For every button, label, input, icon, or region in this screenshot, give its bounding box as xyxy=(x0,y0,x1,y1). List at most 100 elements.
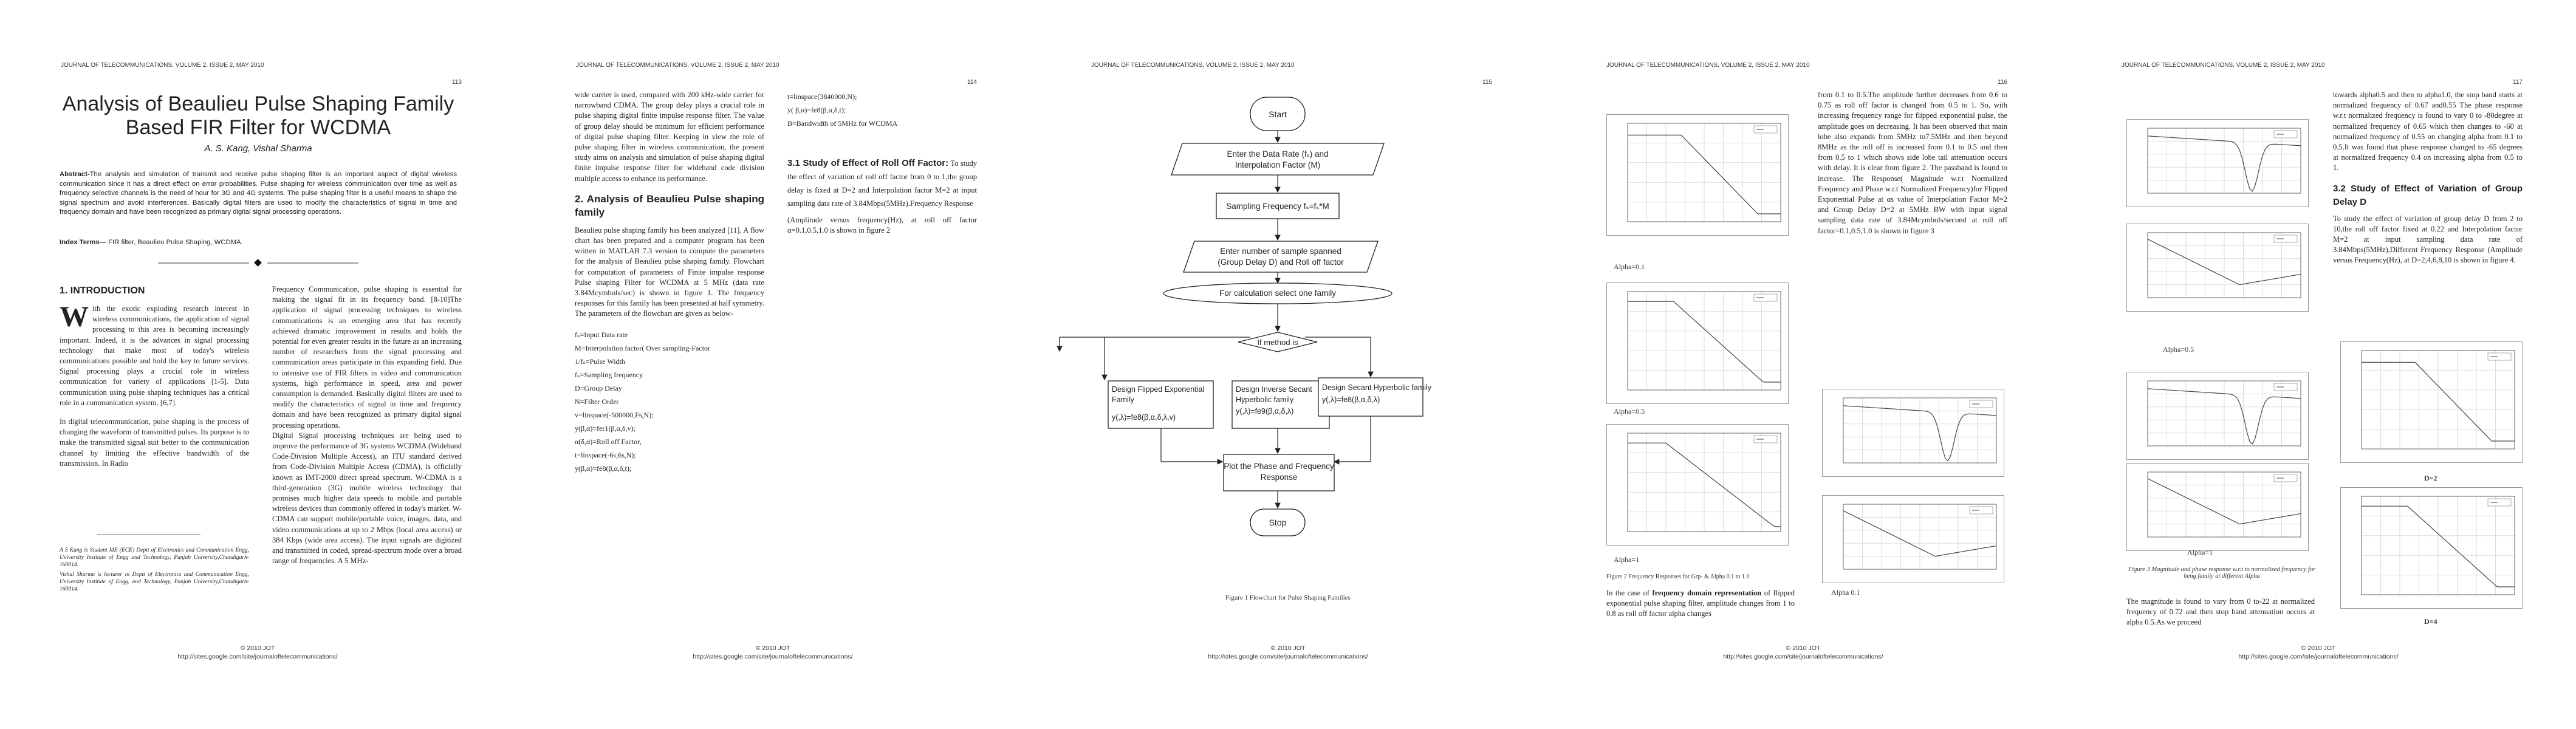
index-terms: Index Terms— FIR filter, Beaulieu Pulse … xyxy=(60,238,457,247)
abstract: Abstract-The analysis and simulation of … xyxy=(60,170,457,217)
page-117-col2-text: towards alpha0.5 and then to alpha1.0, t… xyxy=(2333,90,2523,275)
figure-3-caption: Figure 3 Magnitude and phase response w.… xyxy=(2128,566,2316,580)
plot-curve xyxy=(1843,405,1997,462)
freq-response-plot-d-4 xyxy=(2340,487,2523,609)
drop-cap: W xyxy=(60,301,89,333)
index-terms-text: FIR filter, Beaulieu Pulse Shaping, WCDM… xyxy=(106,239,243,246)
plot-svg xyxy=(2147,232,2301,298)
plot-curve xyxy=(1628,442,1781,527)
label-alpha-1: Alpha=1 xyxy=(2187,548,2213,556)
index-terms-label: Index Terms— xyxy=(60,239,107,246)
footer-url[interactable]: http://sites.google.com/site/journalofte… xyxy=(2238,653,2399,660)
section-divider xyxy=(158,259,358,267)
footer-copyright: © 2010 JOT xyxy=(755,645,790,652)
plot-svg xyxy=(1627,291,1781,391)
decision-label: If method is xyxy=(1257,338,1298,347)
plot-frame xyxy=(1627,291,1781,391)
label-alpha-0-5: Alpha=0.5 xyxy=(2163,345,2194,354)
freq-response-plot-d-2 xyxy=(2340,341,2523,463)
freq-response-plot-alpha-0-5 xyxy=(1606,282,1789,404)
select-family-node xyxy=(1163,282,1392,304)
input-rate-label-1: Enter the Data Rate (fₛ) and xyxy=(1227,149,1329,159)
section-2-heading: 2. Analysis of Beaulieu Pulse shaping fa… xyxy=(575,193,764,218)
plot-frame xyxy=(1627,433,1781,532)
column-2-params: t=linspace(3840000,N);y( β,α)=fe8(β,α,δ,… xyxy=(787,90,977,130)
plot-legend-box xyxy=(2273,383,2298,391)
plot-legend-box xyxy=(1969,400,1993,408)
parameter-item: fₛ=Input Data rate xyxy=(575,330,628,339)
footer-copyright: © 2010 JOT xyxy=(240,645,275,652)
plot-curve xyxy=(1843,510,1997,557)
label-alpha-0-5: Alpha=0.5 xyxy=(1614,407,1645,416)
inverse-secant-formula: y(,λ)=fe9(β,α,δ,λ) xyxy=(1236,407,1294,416)
footer-url[interactable]: http://sites.google.com/site/journalofte… xyxy=(693,653,853,660)
footer-url[interactable]: http://sites.google.com/site/journalofte… xyxy=(177,653,338,660)
parameter-item: D=Group Delay xyxy=(575,383,622,392)
plot-svg xyxy=(2147,380,2301,447)
plot-legend-box xyxy=(2273,234,2298,243)
parameter-item: v=linspace(-500000,Fs,N); xyxy=(575,410,654,419)
start-label: Start xyxy=(1269,109,1287,119)
plot-legend-box xyxy=(1969,506,1993,515)
secant-hyp-node xyxy=(1318,377,1423,417)
footer-url[interactable]: http://sites.google.com/site/journalofte… xyxy=(1723,653,1883,660)
parameter-item: y( β,α)=fe8(β,α,δ,t); xyxy=(787,106,846,114)
magnitude-plot-alpha-0-5 xyxy=(2126,119,2309,207)
flipped-exp-node xyxy=(1108,380,1214,429)
label-alpha-0-1-b: Alpha 0.1 xyxy=(1831,588,1860,597)
plot-frame xyxy=(1843,397,1997,464)
plot-frame xyxy=(2147,128,2301,194)
footer-url[interactable]: http://sites.google.com/site/journalofte… xyxy=(1208,653,1368,660)
label-alpha-0-1: Alpha=0.1 xyxy=(1614,262,1645,271)
phase-plot-alpha-0-1 xyxy=(1822,495,2004,583)
plot-svg xyxy=(2147,128,2301,194)
inverse-secant-node xyxy=(1231,380,1330,429)
parameter-item: α(δ,α)=Roll off Factor, xyxy=(575,437,642,446)
sampling-node xyxy=(1216,193,1340,219)
section-3-2-text: To study the effect of variation of grou… xyxy=(2333,214,2523,265)
page-number: 116 xyxy=(1998,79,2007,86)
plot-svg xyxy=(1843,504,1997,570)
sampling-label: Sampling Frequency fₛ=fₛ*M xyxy=(1226,202,1329,211)
journal-header: JOURNAL OF TELECOMMUNICATIONS, VOLUME 2,… xyxy=(1091,62,1295,69)
col2-paragraph-2: Digital Signal processing techniques are… xyxy=(272,431,462,566)
footer: © 2010 JOT http://sites.google.com/site/… xyxy=(2061,644,2576,661)
select-family-label: For calculation select one family xyxy=(1219,289,1337,298)
plot-legend-box xyxy=(1753,293,1778,302)
stop-node xyxy=(1250,508,1306,536)
input-delay-label-2: (Group Delay D) and Roll off factor xyxy=(1218,258,1344,267)
page-115: JOURNAL OF TELECOMMUNICATIONS, VOLUME 2,… xyxy=(1030,0,1546,729)
input-delay-label-1: Enter number of sample spanned xyxy=(1220,247,1341,256)
plot-frame xyxy=(1843,504,1997,570)
section-3-2-heading: 3.2 Study of Effect of Variation of Grou… xyxy=(2333,183,2523,207)
flipped-exp-label-1: Design Flipped Exponential xyxy=(1112,385,1205,394)
page-number: 117 xyxy=(2513,79,2523,86)
abstract-text: The analysis and simulation of transmit … xyxy=(60,171,457,216)
plot-legend-box xyxy=(1753,435,1778,443)
paper-authors: A. S. Kang, Vishal Sharma xyxy=(204,143,312,154)
inverse-secant-label-2: Hyperbolic family xyxy=(1236,395,1294,404)
plot-label-2: Response xyxy=(1260,473,1298,482)
footer: © 2010 JOT http://sites.google.com/site/… xyxy=(515,644,1030,661)
plot-curve xyxy=(2147,478,2301,525)
page-117-col1-text: The magnitude is found to vary from 0 to… xyxy=(2126,597,2315,637)
plot-frame xyxy=(2361,496,2515,595)
affiliation-2: Vishal Sharma is lecturer in Deptt of El… xyxy=(60,571,249,592)
stop-label: Stop xyxy=(1269,518,1287,527)
freq-response-plot-alpha-1 xyxy=(1606,424,1789,546)
flipped-exp-label-2: Family xyxy=(1112,395,1134,404)
inverse-secant-label-1: Design Inverse Secant xyxy=(1236,385,1312,394)
freq-response-plot-alpha-0-1 xyxy=(1606,114,1789,236)
column-2: Frequency Communication, pulse shaping i… xyxy=(272,284,462,575)
page-number: 113 xyxy=(452,79,462,86)
parameter-item: fₛ=Sampling frequency xyxy=(575,370,643,379)
page-117: JOURNAL OF TELECOMMUNICATIONS, VOLUME 2,… xyxy=(2061,0,2576,729)
phase-plot-alpha-1 xyxy=(2126,463,2309,551)
col2-paragraph-1: Frequency Communication, pulse shaping i… xyxy=(272,285,462,430)
page-114: JOURNAL OF TELECOMMUNICATIONS, VOLUME 2,… xyxy=(515,0,1030,729)
plot-legend-box xyxy=(2273,130,2298,139)
page-113: JOURNAL OF TELECOMMUNICATIONS, VOLUME 2,… xyxy=(0,0,515,729)
plot-frame xyxy=(2361,350,2515,450)
